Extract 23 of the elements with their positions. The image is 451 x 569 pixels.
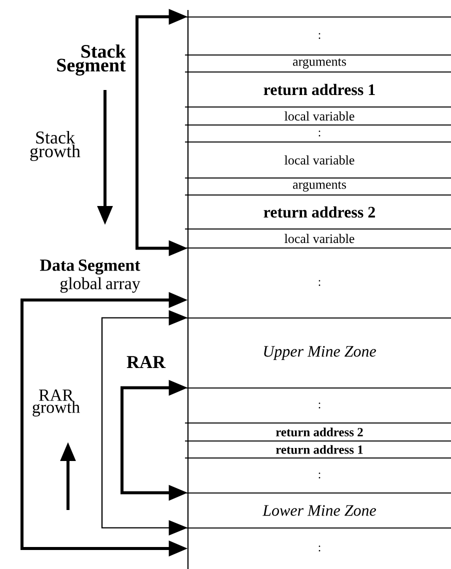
memory-cell: return address 1 xyxy=(184,72,451,96)
side-label: global array xyxy=(60,277,140,293)
memory-cell: local variable xyxy=(184,228,451,244)
memory-cell: arguments xyxy=(184,178,451,192)
memory-cell: : xyxy=(184,458,451,478)
memory-cell: arguments xyxy=(184,54,451,69)
side-label: RAR growth xyxy=(32,390,80,416)
memory-cell: : xyxy=(184,248,451,286)
memory-cell: local variable xyxy=(184,142,451,165)
memory-cell: : xyxy=(184,388,451,408)
memory-cell: return address 1 xyxy=(184,440,451,454)
memory-cell: Upper Mine Zone xyxy=(184,318,451,360)
side-label: Stack Segment xyxy=(57,44,126,76)
memory-cell: return address 2 xyxy=(184,194,451,218)
side-label: Stack growth xyxy=(30,130,80,162)
memory-cell: : xyxy=(184,16,451,39)
memory-cell: : xyxy=(184,124,451,136)
memory-cell: local variable xyxy=(184,106,451,121)
side-label: Data Segment xyxy=(40,260,140,274)
memory-cell: : xyxy=(184,528,451,552)
side-label: RAR xyxy=(126,356,166,368)
memory-cell: Lower Mine Zone xyxy=(184,492,451,516)
memory-cell: return address 2 xyxy=(184,422,451,436)
